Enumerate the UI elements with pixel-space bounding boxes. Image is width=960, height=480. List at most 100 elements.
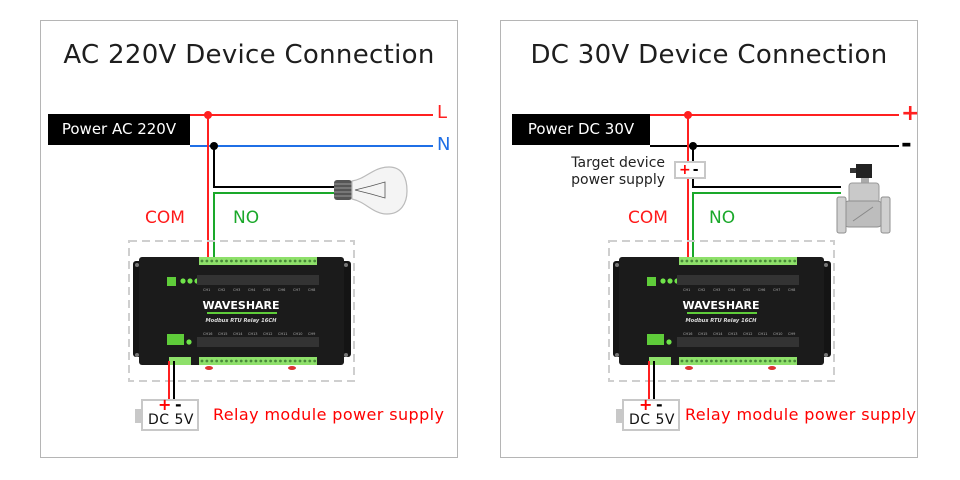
terminal-screw: [724, 359, 728, 363]
battery-voltage: DC 5V: [148, 412, 194, 428]
terminal-screw: [244, 259, 248, 263]
terminal-screw: [700, 359, 703, 363]
target-minus: -: [692, 162, 699, 178]
channel-label-bottom: CH15: [218, 332, 228, 336]
target-supply-terminal: +-: [674, 161, 706, 179]
terminal-screw: [244, 359, 248, 363]
terminal-screw: [759, 259, 762, 263]
power-port: [167, 277, 176, 286]
channel-label-top: CH2: [698, 288, 705, 292]
ac-wiring-diagram: CH1CH16CH2CH15CH3CH14CH4CH13CH5CH12CH6CH…: [128, 111, 433, 401]
no-label: NO: [233, 208, 260, 228]
neutral-junction: [210, 142, 218, 150]
live-label: L: [437, 102, 448, 123]
terminal-screw: [200, 259, 204, 263]
mount-hole: [824, 263, 828, 267]
channel-label-top: CH8: [308, 288, 315, 292]
terminal-screw: [239, 359, 243, 363]
terminal-screw: [690, 259, 694, 263]
power-terminal-block: [649, 357, 671, 365]
terminal-screw: [269, 359, 272, 363]
terminal-screw: [739, 259, 743, 263]
terminal-screw: [778, 259, 782, 263]
power-terminal-block: [169, 357, 191, 365]
terminal-screw: [274, 259, 277, 263]
terminal-screw: [724, 259, 728, 263]
terminal-screw: [269, 259, 272, 263]
terminal-screw: [719, 259, 723, 263]
channel-label-top: CH3: [713, 288, 720, 292]
terminal-screw: [719, 359, 723, 363]
terminal-screw: [783, 359, 787, 363]
top-terminal-block: [199, 257, 317, 265]
rubber-foot: [768, 366, 776, 370]
terminal-screw: [710, 259, 713, 263]
mount-hole: [135, 263, 139, 267]
terminal-screw: [225, 259, 228, 263]
channel-label-bottom: CH10: [293, 332, 303, 336]
terminal-screw: [705, 359, 708, 363]
relay-row-top: [197, 275, 319, 285]
power-source-label: Power AC 220V: [48, 114, 190, 145]
module-name-text: Modbus RTU Relay 16CH: [686, 318, 758, 324]
mount-hole: [344, 263, 348, 267]
brand-underline: [687, 312, 757, 314]
terminal-screw: [298, 259, 302, 263]
dc-wiring-diagram: CH1CH16CH2CH15CH3CH14CH4CH13CH5CH12CH6CH…: [608, 111, 899, 401]
terminal-screw: [714, 359, 718, 363]
terminal-screw: [225, 359, 228, 363]
channel-label-top: CH3: [233, 288, 240, 292]
relay-supply-label: Relay module power supply: [685, 405, 917, 424]
terminal-screw: [778, 359, 782, 363]
positive-label: +: [901, 101, 920, 126]
dc-5v-battery: + - DC 5V: [616, 395, 680, 431]
power-port: [647, 277, 656, 286]
channel-label-bottom: CH14: [233, 332, 243, 336]
battery-minus: -: [656, 395, 663, 414]
panel-title: AC 220V Device Connection: [63, 40, 435, 70]
terminal-screw: [283, 259, 287, 263]
terminal-screw: [680, 359, 684, 363]
rubber-foot: [205, 366, 213, 370]
channel-label-top: CH7: [773, 288, 780, 292]
terminal-screw: [685, 259, 689, 263]
mount-hole: [824, 353, 828, 357]
terminal-screw: [230, 259, 233, 263]
terminal-screw: [759, 359, 762, 363]
status-led: [187, 278, 193, 284]
channel-label-bottom: CH11: [758, 332, 768, 336]
rubber-foot: [685, 366, 693, 370]
module-name-text: Modbus RTU Relay 16CH: [206, 318, 278, 324]
positive-junction: [684, 111, 692, 119]
terminal-screw: [308, 359, 312, 363]
target-supply-label-line2: power supply: [571, 172, 665, 188]
com-label: COM: [145, 208, 185, 228]
terminal-screw: [768, 259, 772, 263]
terminal-screw: [783, 259, 787, 263]
relay-row-bottom: [677, 337, 799, 347]
terminal-screw: [734, 359, 738, 363]
terminal-screw: [763, 359, 767, 363]
negative-label: -: [901, 129, 912, 159]
terminal-screw: [274, 359, 277, 363]
terminal-screw: [283, 359, 287, 363]
channel-label-bottom: CH16: [683, 332, 693, 336]
neutral-label: N: [437, 134, 451, 155]
terminal-screw: [234, 259, 238, 263]
terminal-screw: [288, 259, 292, 263]
channel-label-top: CH4: [248, 288, 256, 292]
status-led: [667, 278, 673, 284]
terminal-screw: [744, 359, 748, 363]
terminal-screw: [768, 359, 772, 363]
terminal-screw: [249, 359, 253, 363]
battery-minus: -: [175, 395, 182, 414]
channel-label-top: CH5: [263, 288, 270, 292]
terminal-screw: [254, 359, 258, 363]
channel-label-top: CH1: [203, 288, 210, 292]
battery-plus: +: [158, 395, 172, 414]
terminal-screw: [313, 259, 317, 263]
status-led: [180, 278, 186, 284]
channel-label-bottom: CH12: [743, 332, 753, 336]
terminal-screw: [313, 359, 317, 363]
relay-row-top: [677, 275, 799, 285]
